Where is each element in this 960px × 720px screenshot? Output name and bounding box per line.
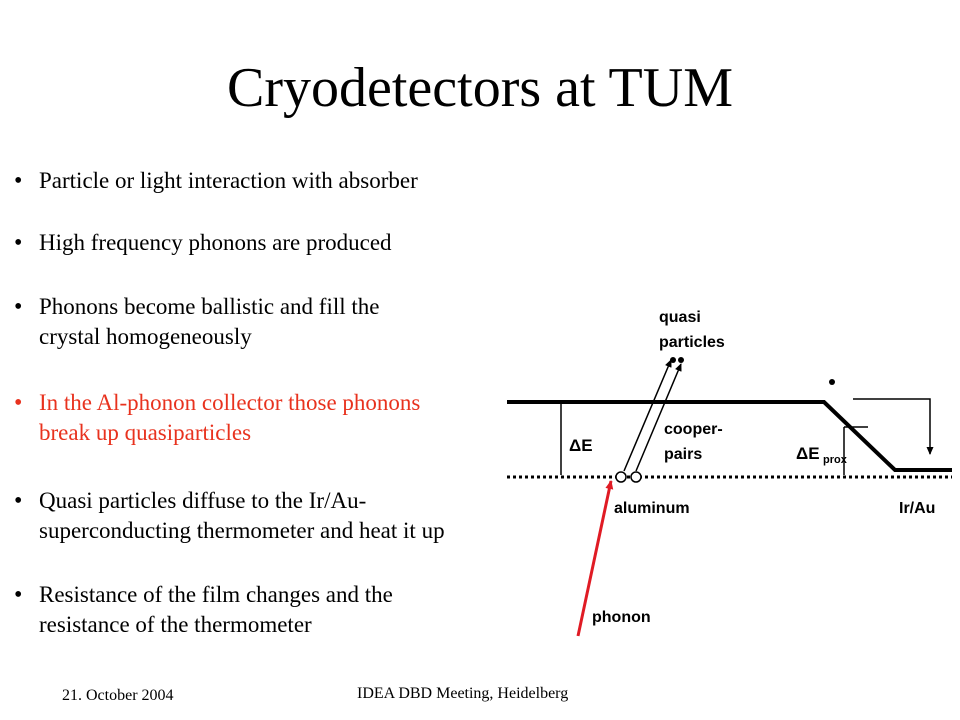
bullet-dot: • — [14, 390, 23, 416]
label-aluminum: aluminum — [614, 500, 690, 517]
bullet-text-continued: crystal homogeneously — [39, 324, 252, 349]
label-delta-e-prox: ΔE — [796, 444, 820, 463]
bullet-text: In the Al-phonon collector those phonons — [39, 390, 421, 415]
footer-meeting: IDEA DBD Meeting, Heidelberg — [357, 685, 569, 702]
bullet-text-continued: break up quasiparticles — [39, 420, 252, 445]
bullet-dot: • — [14, 582, 23, 608]
bullet-dot: • — [14, 294, 23, 320]
footer-date: 21. October 2004 — [62, 687, 174, 704]
bullet-text: Resistance of the film changes and the — [39, 582, 393, 607]
slide-title: Cryodetectors at TUM — [227, 57, 733, 119]
relaxation-arrow — [853, 398, 934, 455]
bullet-dot: • — [14, 230, 23, 256]
label-phonon: phonon — [592, 609, 651, 626]
label-delta-e: ΔE — [569, 436, 593, 455]
bullet-dot: • — [14, 168, 23, 194]
label-pairs: pairs — [664, 446, 702, 463]
label-quasi: quasi — [659, 309, 701, 326]
bullet-text: Quasi particles diffuse to the Ir/Au- — [39, 488, 367, 513]
bullet-text: High frequency phonons are produced — [39, 230, 392, 255]
quasiparticle-dot — [678, 357, 684, 363]
bullet-dot: • — [14, 488, 23, 514]
bullet-text-continued: superconducting thermometer and heat it … — [39, 518, 445, 543]
bullet-text: Phonons become ballistic and fill the — [39, 294, 380, 319]
label-ir-au: Ir/Au — [899, 500, 935, 517]
cooper-pair-circle-left — [615, 471, 627, 483]
excitation-arrow-left — [623, 359, 672, 472]
phonon-arrow — [576, 480, 614, 637]
label-particles: particles — [659, 334, 725, 351]
cooper-pair-circle-right — [630, 471, 642, 483]
bullet-text: Particle or light interaction with absor… — [39, 168, 418, 193]
label-cooper: cooper- — [664, 421, 723, 438]
excitation-arrow-right — [635, 363, 682, 472]
quasiparticle-dot — [829, 379, 835, 385]
quasiparticle-dot — [670, 357, 676, 363]
bullet-text-continued: resistance of the thermometer — [39, 612, 312, 637]
label-prox-subscript: prox — [823, 454, 848, 466]
